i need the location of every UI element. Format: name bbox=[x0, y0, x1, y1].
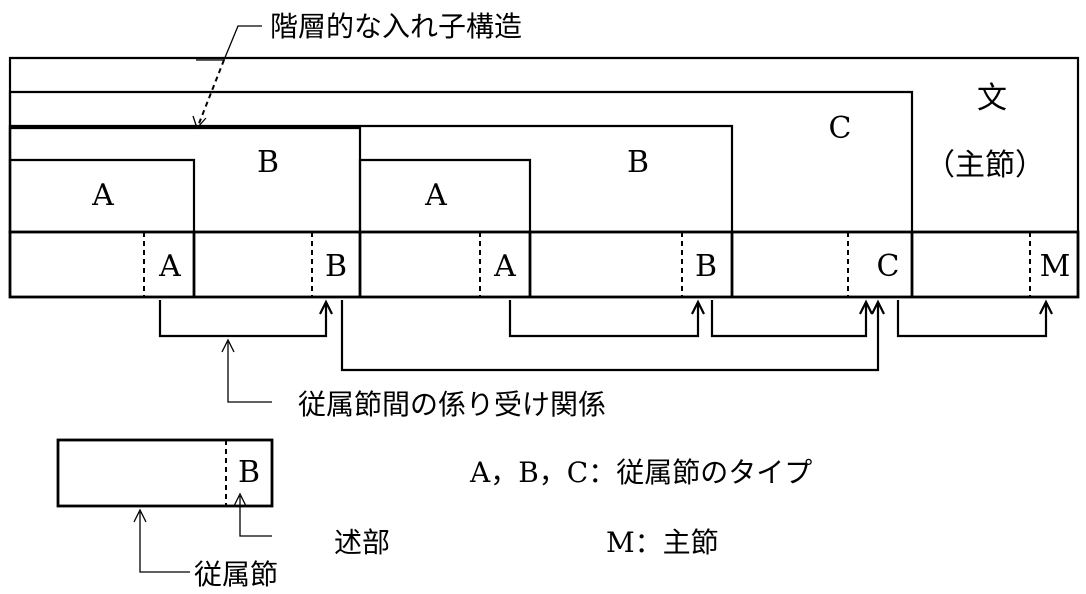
level-b-label: B bbox=[627, 145, 649, 180]
level-c-label: C bbox=[829, 111, 852, 146]
predicate-type-label: C bbox=[877, 249, 900, 284]
predicate-type-label: A bbox=[493, 249, 516, 284]
predicate-type-label: M bbox=[1040, 249, 1071, 284]
level-b-outline-first bbox=[8, 126, 362, 233]
predicate-pointer-head bbox=[233, 492, 247, 507]
level-a-outline-second bbox=[358, 158, 532, 233]
dependency-arrow bbox=[158, 300, 328, 338]
subordinate-pointer bbox=[139, 512, 190, 573]
dependency-arrow-head bbox=[691, 299, 705, 315]
clause-row-frame bbox=[8, 230, 1080, 299]
dependency-arrow-head bbox=[1039, 299, 1053, 315]
sentence-label: 文 bbox=[977, 81, 1007, 116]
predicate-type-label: B bbox=[695, 249, 717, 284]
main-clause-legend: M：主節 bbox=[606, 526, 719, 559]
dependency-arrow bbox=[710, 300, 868, 338]
predicate-pointer bbox=[239, 496, 272, 537]
main-clause-label: （主節） bbox=[925, 148, 1045, 183]
dependency-arrow-head bbox=[319, 299, 333, 315]
legend-clause-box bbox=[56, 438, 274, 508]
level-c-outline bbox=[8, 90, 914, 233]
legend-type-label: B bbox=[238, 455, 260, 490]
level-sentence-outline bbox=[8, 56, 1080, 233]
dependency-label: 従属節間の係り受け関係 bbox=[298, 388, 606, 421]
dependency-pointer-head bbox=[221, 338, 235, 353]
level-a-label: A bbox=[424, 178, 447, 213]
predicate-type-label: A bbox=[158, 249, 181, 284]
level-b-label: B bbox=[257, 145, 279, 180]
dependency-arrow bbox=[896, 300, 1048, 338]
level-a-label: A bbox=[91, 178, 114, 213]
predicate-label: 述部 bbox=[334, 526, 390, 559]
dependency-arrow bbox=[340, 300, 880, 372]
types-legend: A，B，C：従属節のタイプ bbox=[469, 456, 812, 489]
nesting-pointer bbox=[196, 25, 262, 61]
predicate-type-label: B bbox=[325, 249, 347, 284]
dependency-arrow bbox=[508, 300, 700, 338]
level-b-outline-second bbox=[8, 124, 734, 233]
nested-structure-label: 階層的な入れ子構造 bbox=[270, 10, 522, 43]
nesting-pointer-dashed bbox=[197, 59, 225, 127]
dependency-arrow-head bbox=[859, 299, 873, 315]
level-a-outline-first bbox=[8, 158, 196, 233]
nesting-pointer-head bbox=[192, 115, 207, 130]
dependency-pointer bbox=[227, 342, 272, 403]
subordinate-clause-label: 従属節 bbox=[194, 558, 278, 591]
subordinate-pointer-head bbox=[133, 508, 147, 523]
dependency-arrow-head bbox=[871, 299, 885, 315]
